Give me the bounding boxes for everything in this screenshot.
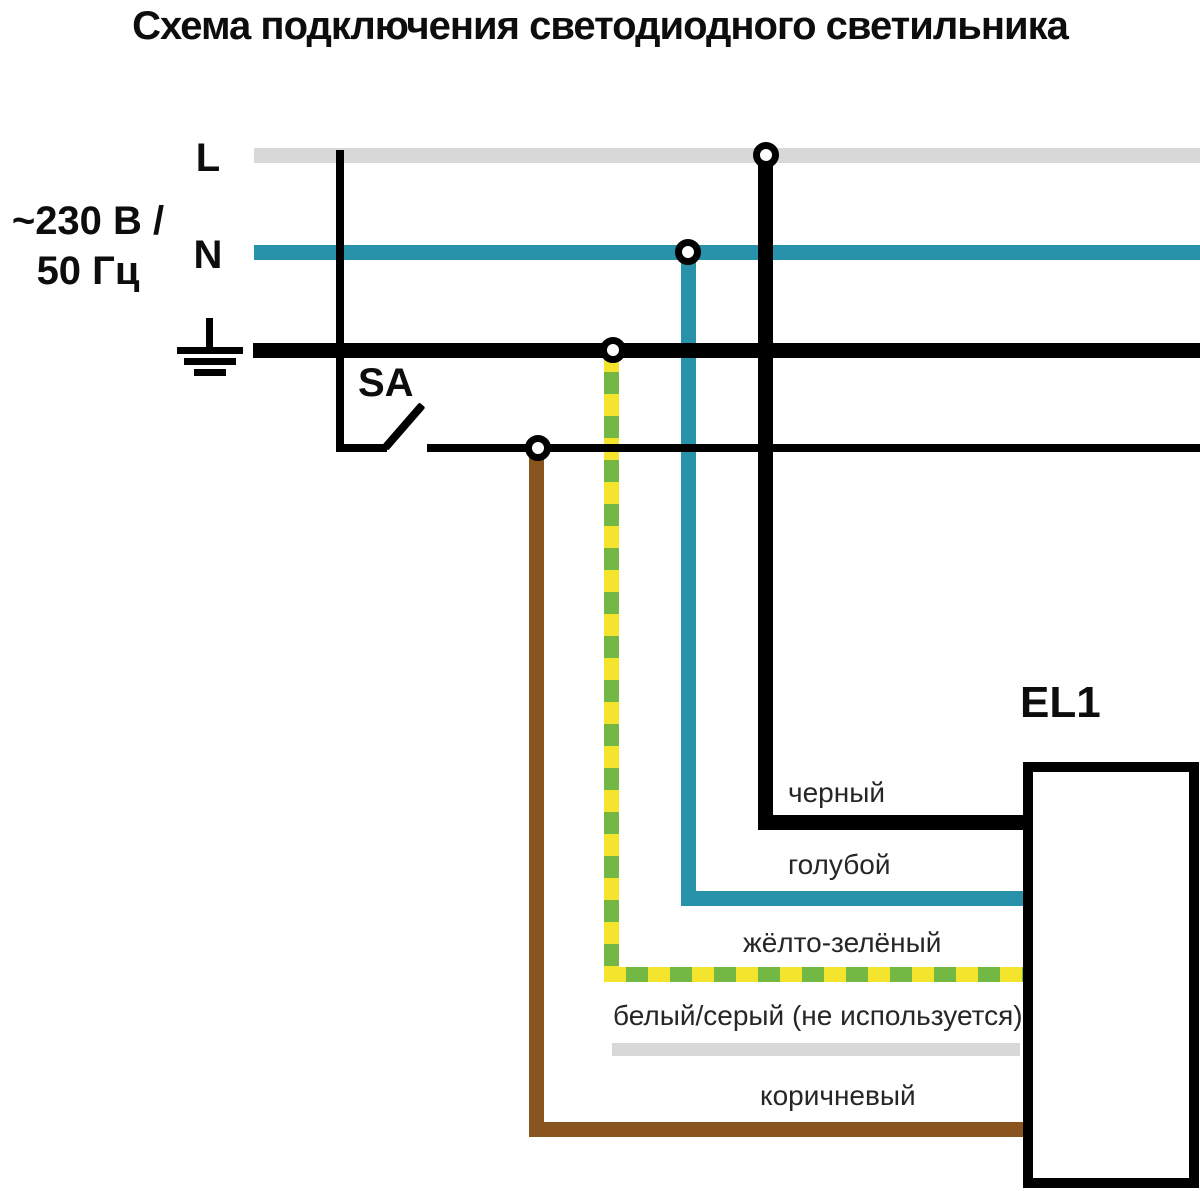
ground-symbol-stem — [206, 318, 213, 351]
wire-label-brown: коричневый — [760, 1080, 916, 1111]
wire-white-gray-unused — [612, 1043, 1020, 1056]
wire-label-blue: голубой — [788, 849, 891, 880]
wire-black-horizontal — [758, 815, 1033, 830]
wire-blue-vertical — [681, 252, 696, 906]
switch-left-stub — [336, 444, 387, 452]
wire-label-black: черный — [788, 777, 885, 808]
bus-line-l — [254, 148, 1200, 163]
node-pe-tap — [600, 337, 626, 363]
wire-black-vertical — [758, 155, 773, 830]
switch-blade — [381, 402, 426, 451]
wire-yellow-green-vertical — [604, 350, 619, 982]
wire-blue-horizontal — [681, 891, 1033, 906]
wire-brown-horizontal — [529, 1122, 1033, 1137]
luminaire-label: EL1 — [1020, 678, 1101, 727]
ground-symbol-bar-mid — [184, 358, 236, 365]
supply-voltage-line2: 50 Гц — [36, 249, 140, 293]
supply-voltage-line1: ~230 В / — [11, 199, 165, 243]
luminaire-box — [1023, 762, 1199, 1188]
line-n-label: N — [193, 233, 223, 277]
wire-label-yellow-green: жёлто-зелёный — [743, 927, 942, 958]
ground-symbol-bar-long — [177, 347, 243, 354]
wire-yellow-green-horizontal — [604, 967, 1033, 982]
wire-label-white-gray: белый/серый (не используется) — [613, 1000, 1023, 1031]
bus-line-n — [254, 245, 1200, 260]
switch-label: SA — [358, 361, 414, 405]
switched-line — [427, 444, 1200, 452]
ground-symbol-bar-short — [194, 369, 226, 376]
diagram-title: Схема подключения светодиодного светильн… — [132, 4, 1069, 48]
line-l-label: L — [195, 136, 221, 180]
node-n-tap — [675, 239, 701, 265]
node-l-tap — [753, 142, 779, 168]
supply-voltage-label: ~230 В / 50 Гц — [0, 196, 178, 296]
switch-feed-line — [336, 150, 344, 452]
wire-brown-vertical — [529, 448, 544, 1137]
node-switched-tap — [525, 435, 551, 461]
bus-line-pe — [253, 343, 1200, 358]
